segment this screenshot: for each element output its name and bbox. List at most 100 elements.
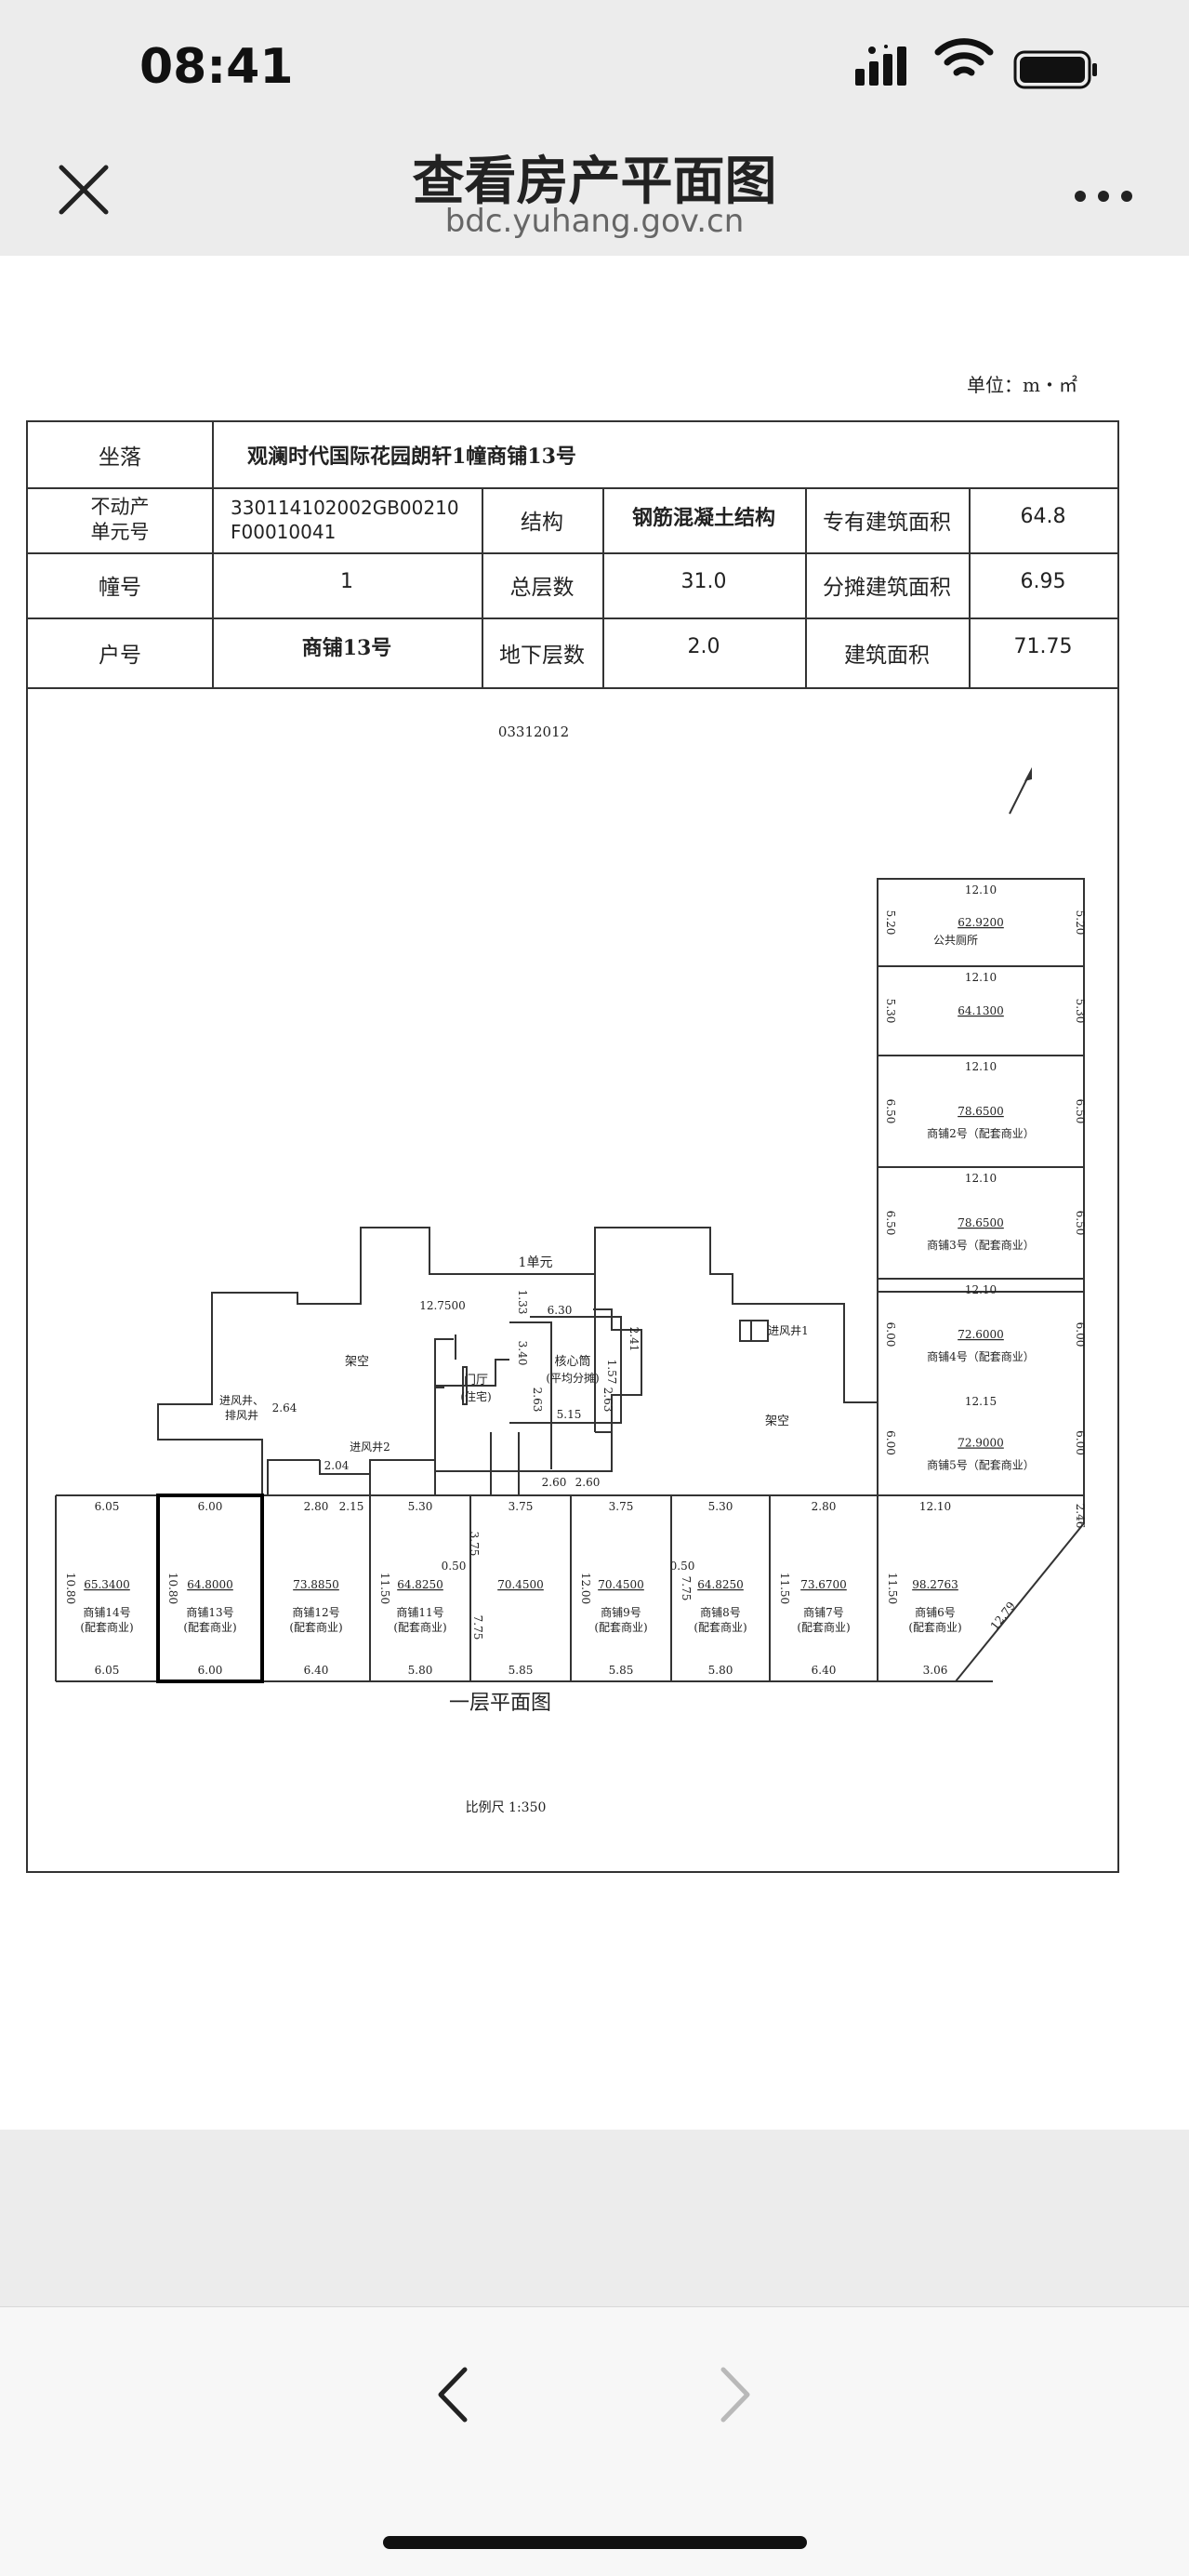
dim-label: 2.41 bbox=[628, 1327, 641, 1352]
bottom-unit-depth: 10.80 bbox=[64, 1573, 77, 1604]
dim-label: 2.46 bbox=[1074, 1504, 1087, 1529]
close-icon[interactable] bbox=[54, 160, 113, 219]
right-unit-depth: 6.50 bbox=[1074, 1211, 1087, 1236]
toilet-label: 公共厕所 bbox=[933, 934, 978, 947]
bottom-unit-bottom-width: 5.85 bbox=[609, 1664, 634, 1677]
location-value: 观澜时代国际花园朗轩1幢商铺13号 bbox=[247, 445, 576, 469]
unit-number-value: 330114102002GB00210 F00010041 bbox=[231, 497, 459, 543]
shared-area-value: 6.95 bbox=[1020, 569, 1066, 593]
bottom-unit-top-width: 2.80 bbox=[812, 1500, 837, 1513]
bottom-unit-depth: 7.75 bbox=[680, 1576, 693, 1601]
dim-label: 2.64 bbox=[272, 1401, 297, 1414]
total-area-value: 71.75 bbox=[1013, 634, 1073, 658]
bottom-unit-name: 商铺9号 bbox=[601, 1605, 641, 1619]
home-indicator[interactable] bbox=[383, 2536, 807, 2549]
right-unit-depth: 5.20 bbox=[1074, 910, 1087, 936]
right-unit-depth: 6.50 bbox=[884, 1211, 897, 1236]
bottom-unit-name: 商铺11号 bbox=[396, 1605, 443, 1619]
bottom-unit-sub: (配套商业) bbox=[393, 1620, 446, 1634]
bottom-unit-bottom-width: 5.80 bbox=[408, 1664, 433, 1677]
bottom-unit-name: 商铺12号 bbox=[292, 1605, 339, 1619]
right-unit-area: 78.6500 bbox=[958, 1105, 1004, 1118]
property-certificate: 坐落 观澜时代国际花园朗轩1幢商铺13号 不动产 单元号 33011410200… bbox=[26, 420, 1119, 1873]
dim-label: 2.60 bbox=[575, 1476, 601, 1489]
bottom-unit-top-width: 6.00 bbox=[198, 1500, 223, 1513]
plan-code: 03312012 bbox=[498, 724, 569, 740]
page-title: 查看房产平面图 bbox=[412, 152, 777, 212]
vent-exhaust-label: 进风井、 bbox=[219, 1394, 264, 1407]
hall-name: 门厅 bbox=[464, 1374, 488, 1388]
bottom-unit-sub: (配套商业) bbox=[289, 1620, 342, 1634]
bottom-unit-top-width: 5.30 bbox=[708, 1500, 733, 1513]
dim-label: 2.04 bbox=[324, 1459, 350, 1472]
right-unit-name: 商铺2号（配套商业） bbox=[927, 1126, 1035, 1140]
grid-line bbox=[602, 487, 604, 687]
bottom-unit-top-width: 5.30 bbox=[408, 1500, 433, 1513]
bottom-unit-area: 73.8850 bbox=[293, 1578, 339, 1591]
private-area-value: 64.8 bbox=[1020, 504, 1066, 528]
right-unit-width: 12.10 bbox=[965, 1060, 997, 1073]
right-unit-area: 62.9200 bbox=[958, 916, 1004, 929]
bottom-unit-name: 商铺8号 bbox=[700, 1605, 741, 1619]
private-area-label: 专有建筑面积 bbox=[823, 511, 951, 535]
unit-title: 1单元 bbox=[519, 1255, 553, 1270]
bottom-unit-area: 70.4500 bbox=[497, 1578, 544, 1591]
bottom-unit-top-width: 6.05 bbox=[95, 1500, 120, 1513]
right-unit-area: 72.6000 bbox=[958, 1328, 1004, 1341]
total-area-label: 建筑面积 bbox=[844, 643, 930, 668]
bottom-unit-depth: 11.50 bbox=[378, 1573, 391, 1604]
dim-label: 1.57 bbox=[605, 1360, 618, 1385]
bottom-unit-sub: (配套商业) bbox=[694, 1620, 746, 1634]
status-bar bbox=[0, 0, 1189, 139]
bottom-unit-name: 商铺14号 bbox=[83, 1605, 130, 1619]
right-unit-name: 商铺5号（配套商业） bbox=[927, 1458, 1035, 1472]
dim-label: 3.40 bbox=[516, 1341, 529, 1366]
page-url: bdc.yuhang.gov.cn bbox=[444, 203, 745, 240]
hall-sub: (住宅) bbox=[460, 1389, 491, 1403]
structure-value: 钢筋混凝土结构 bbox=[631, 506, 775, 530]
vent2-label: 进风井2 bbox=[350, 1441, 390, 1454]
right-unit-name: 商铺3号（配套商业） bbox=[927, 1238, 1035, 1252]
dim-label: 2.63 bbox=[601, 1388, 614, 1413]
overhead-label: 架空 bbox=[345, 1355, 369, 1369]
bottom-unit-name: 商铺7号 bbox=[803, 1605, 844, 1619]
bottom-unit-top-width: 2.80 bbox=[304, 1500, 329, 1513]
unit-label: 单位：m・㎡ bbox=[967, 374, 1077, 396]
bottom-unit-area: 73.6700 bbox=[800, 1578, 847, 1591]
right-unit-width: 12.15 bbox=[965, 1395, 997, 1408]
back-arrow-icon[interactable] bbox=[426, 2362, 482, 2427]
bottom-unit-sub: (配套商业) bbox=[594, 1620, 647, 1634]
bottom-unit-bottom-width: 6.40 bbox=[812, 1664, 837, 1677]
battery-icon bbox=[1013, 50, 1097, 89]
bottom-unit-bottom-width: 6.40 bbox=[304, 1664, 329, 1677]
plan-walls bbox=[55, 878, 1085, 1682]
right-unit-depth: 6.00 bbox=[1074, 1322, 1087, 1348]
nav-bar bbox=[0, 139, 1189, 256]
right-unit-depth: 6.00 bbox=[1074, 1430, 1087, 1455]
grid-line bbox=[28, 487, 1117, 489]
floors-label: 总层数 bbox=[509, 576, 575, 600]
floor-title: 一层平面图 bbox=[449, 1692, 551, 1715]
highlighted-unit-13 bbox=[156, 1494, 264, 1683]
north-arrow-icon bbox=[1009, 767, 1032, 815]
right-unit-width: 12.10 bbox=[965, 1283, 997, 1296]
exhaust-label: 排风井 bbox=[225, 1409, 258, 1422]
dim-label: 5.15 bbox=[557, 1408, 582, 1421]
grid-line bbox=[28, 617, 1117, 619]
right-unit-name: 商铺4号（配套商业） bbox=[927, 1349, 1035, 1363]
dim-label: 2.60 bbox=[542, 1476, 567, 1489]
grid-line bbox=[805, 487, 807, 687]
dim-label: 0.50 bbox=[670, 1560, 695, 1573]
dim-label: 0.50 bbox=[442, 1560, 467, 1573]
bottom-unit-depth: 12.00 bbox=[579, 1573, 592, 1604]
more-options-icon[interactable] bbox=[1071, 182, 1136, 210]
bottom-unit-sub: (配套商业) bbox=[797, 1620, 850, 1634]
bottom-unit-top-width: 12.10 bbox=[919, 1500, 951, 1513]
right-unit-depth: 6.00 bbox=[884, 1430, 897, 1455]
right-unit-width: 12.10 bbox=[965, 1172, 997, 1185]
page-footer-background bbox=[0, 2130, 1189, 2306]
forward-arrow-icon bbox=[720, 2367, 750, 2423]
bottom-unit-depth: 10.80 bbox=[166, 1573, 179, 1604]
